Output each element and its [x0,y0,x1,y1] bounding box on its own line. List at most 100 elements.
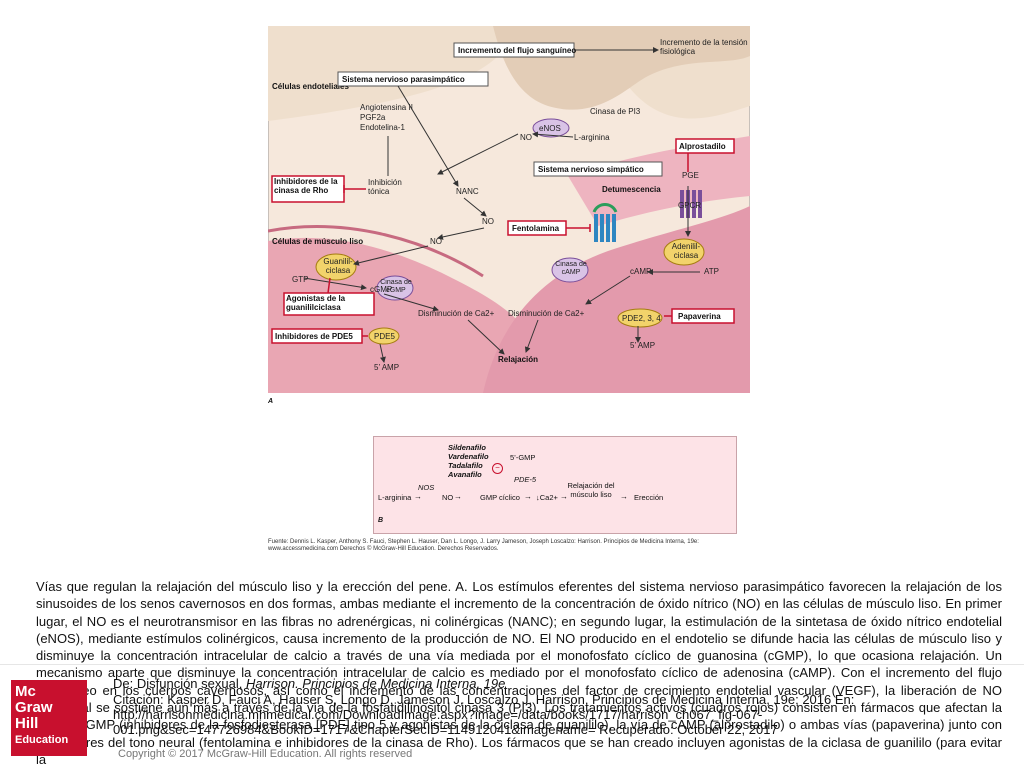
footer-overlay [0,663,1024,768]
label-endothelin: Endotelina-1 [360,123,405,132]
logo-line-4: Education [15,734,69,746]
drug-sildenafil: Sildenafilo [448,443,486,452]
figure-a: Células endoteliales Células de músculo … [267,25,751,405]
footer-divider [0,663,1024,665]
arrow-2-icon: → [454,492,462,501]
label-pde234: PDE2, 3, 4 [622,314,661,323]
figure-source: Fuente: Dennis L. Kasper, Anthony S. Fau… [268,539,699,552]
figure-a-diagram: Células endoteliales Células de músculo … [267,25,751,394]
smooth-muscle-strip [568,136,750,226]
label-smooth-muscle-cells: Células de músculo liso [272,237,363,246]
adenylyl-cyclase-fo: Adenilil-ciclasa [671,242,701,260]
inhibit-minus-icon: − [492,463,503,474]
box-pde5-inhibitors-text: Inhibidores de PDE5 [275,332,353,341]
tonic-fo: Inhibición tónica [368,178,402,196]
box-sympathetic [533,161,663,177]
box-guanylyl-agonists [283,292,375,316]
box-sympathetic-text: Sistema nervioso simpático [538,165,644,174]
box-alprostadil [675,138,735,154]
label-5-amp: 5’ AMP [630,341,655,350]
label-cgmp-kinase: Cinasa de cGMP [380,279,412,294]
guanylyl-cyclase-fo: Guanilil-ciclasa [323,257,353,275]
label-no-top: NO [520,133,532,142]
label-cgmp: cGMP [370,285,392,294]
label-gtp: GTP [292,275,308,284]
label-guanylyl: Guanilil-ciclasa [323,257,353,275]
mcgraw-hill-logo: Mc Graw Hill Education [11,680,87,756]
logo-line-1: Mc [15,683,36,700]
label-nanc: NANC [456,187,479,196]
logo-line-3: Hill [15,715,39,732]
box-parasympathetic [337,71,489,87]
label-l-arginine: L-arginina [574,133,610,142]
box-guanylyl-agonists-text: Agonistas de la guanililciclasa [286,294,346,312]
label-ca-decrease-2: Disminución de Ca2+ [508,309,585,318]
label-relaxation: Relajación [498,355,538,364]
label-nos-b: NOS [418,483,435,492]
figure-caption: Vías que regulan la relajación del múscu… [36,579,1002,767]
enos-ellipse [532,118,570,138]
label-ca-decrease: Disminución de Ca2+ [418,309,495,318]
copyright-text: Copyright © 2017 McGraw-Hill Education. … [118,748,413,760]
camp-kinase-fo: Cinasa de cAMP [555,261,587,276]
label-pde5: PDE5 [374,332,395,341]
label-no-b: NO [442,493,454,502]
label-pde5-b: PDE-5 [514,475,537,484]
label-5-gmp: 5’ AMP [374,363,399,372]
box-alprostadil-text: Alprostadilo [679,142,726,151]
box-rho-inhibitors-fo: Inhibidores de la cinasa de Rho [274,177,338,195]
membrane-line [267,225,484,278]
citation-text: Citación: Kasper D, Fauci A, Hauser S, L… [113,692,855,737]
drug-list: Sildenafilo Vardenafilo Tadalafilo Avana… [448,443,489,479]
panel-letter-a: A [268,398,274,405]
pde5-ellipse [368,327,400,345]
label-ca-b: ↓Ca2+ [536,493,558,502]
drug-vardenafil: Vardenafilo [448,452,489,461]
inhibition-marks [327,153,689,337]
cgmp-kinase-fo: Cinasa de cGMP [380,279,412,294]
drug-tadalafil: Tadalafilo [448,461,483,470]
label-camp-kinase: Cinasa de cAMP [555,261,587,276]
logo-line-2: Graw [15,699,53,716]
adenylyl-cyclase-ellipse [663,238,705,266]
pde234-ellipse [617,308,663,328]
label-relax-b: Relajación del músculo liso [567,481,615,499]
label-erection-b: Erección [634,493,664,502]
label-pge: PGE [682,171,699,180]
label-camp: cAMP [630,267,651,276]
box-parasympathetic-text: Sistema nervioso parasimpático [342,75,465,84]
label-angiotensin: Angiotensina II [360,103,413,112]
arrow-3-icon: → [524,492,532,501]
label-tension: Incremento de la tensión fisiológica [660,38,748,56]
arrow-1-icon: → [414,492,422,501]
label-pgf: PGF2a [360,113,386,122]
panel-letter-b: B [378,517,384,524]
box-papaverine-text: Papaverina [678,312,721,321]
box-rho-inhibitors-text: Inhibidores de la cinasa de Rho [274,177,338,195]
figure-b: Sildenafilo Vardenafilo Tadalafilo Avana… [373,436,737,534]
label-gpcr: GPCR [678,201,701,210]
label-no-low: NO [430,237,442,246]
box-phentolamine-text: Fentolamina [512,224,560,233]
label-no-mid: NO [482,217,494,226]
box-blood-flow-text: Incremento del flujo sanguíneo [458,46,576,55]
source-book: Harrison. Principios de Medicina Interna… [245,676,506,691]
label-5-gmp-b: 5’-GMP [510,453,536,462]
label-pi3: Cinasa de PI3 [590,107,641,116]
label-l-arginine-b: L-arginina [378,493,412,502]
drug-avanafil: Avanafilo [448,470,482,479]
box-guanylyl-agonists-fo: Agonistas de la guanililciclasa [286,294,346,312]
label-adenylyl: Adenilil-ciclasa [671,242,701,260]
camp-kinase-ellipse [551,257,589,283]
label-tonic: Inhibición tónica [368,178,402,196]
source-prefix: De: Disfunción sexual, [113,676,246,691]
label-enos: eNOS [539,124,561,133]
label-atp: ATP [704,267,719,276]
arrow-5-icon: → [620,492,628,501]
label-endothelial-cells: Células endoteliales [272,82,349,91]
box-rho-inhibitors [271,175,345,203]
tension-fo: Incremento de la tensión fisiológica [660,38,748,56]
label-detumescence: Detumescencia [602,185,661,194]
source-line: De: Disfunción sexual, Harrison. Princip… [113,676,813,691]
pathway-arrows [303,47,700,363]
